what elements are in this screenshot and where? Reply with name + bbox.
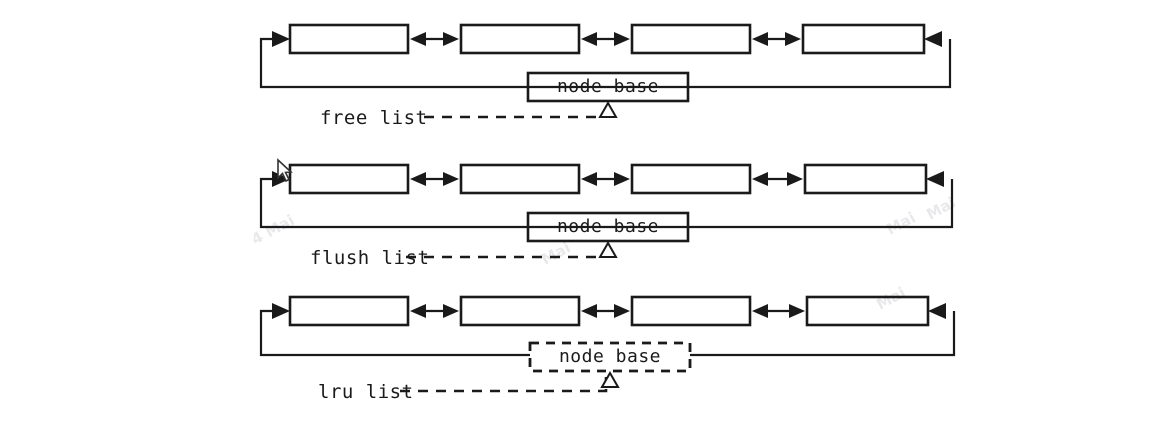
flush-list-return-arrow-icon xyxy=(926,171,944,187)
node-connector-double-arrow xyxy=(410,172,459,186)
list-label: lru list xyxy=(318,381,414,403)
list-node-box[interactable] xyxy=(801,23,926,55)
node-connector-double-arrow xyxy=(581,172,630,186)
free-list-entry-arrow-icon xyxy=(272,31,290,47)
node-base-label: node base xyxy=(557,216,659,237)
free-list-wraparound-path xyxy=(259,37,952,89)
list-node-box[interactable] xyxy=(288,163,410,195)
node-base-pointer-triangle-icon xyxy=(600,370,620,388)
row-lru-list: node base lru list xyxy=(259,295,956,403)
watermark-text: Mai xyxy=(538,238,573,268)
node-base-box[interactable] xyxy=(528,341,692,373)
list-node-box[interactable] xyxy=(630,295,752,327)
list-label: flush list xyxy=(310,247,429,269)
node-connector-double-arrow xyxy=(752,172,803,186)
watermark-group: 4 Mai Mai Mai Mai Mai xyxy=(248,193,958,313)
node-connector-double-arrow xyxy=(752,32,801,46)
list-node-box[interactable] xyxy=(630,163,752,195)
node-connector-double-arrow xyxy=(581,32,630,46)
node-base-label: node base xyxy=(559,346,661,367)
list-node-box[interactable] xyxy=(459,295,581,327)
mouse-cursor-icon xyxy=(277,158,293,183)
node-base-label: node base xyxy=(557,76,659,97)
flush-list-wraparound-path xyxy=(259,177,954,229)
list-node-box[interactable] xyxy=(805,295,930,327)
lru-list-entry-arrow-icon xyxy=(272,303,290,319)
node-connector-double-arrow xyxy=(410,32,459,46)
watermark-text: Mai xyxy=(923,193,958,223)
free-list-return-arrow-icon xyxy=(924,31,942,47)
node-connector-double-arrow xyxy=(581,304,630,318)
lru-list-leader-line xyxy=(400,377,608,393)
node-base-pointer-triangle-icon xyxy=(598,100,618,118)
list-node-box[interactable] xyxy=(630,23,752,55)
list-label: free list xyxy=(320,107,427,129)
list-node-box[interactable] xyxy=(459,23,581,55)
flush-list-entry-arrow-icon xyxy=(272,171,290,187)
watermark-text: 4 Mai xyxy=(248,211,297,248)
row-free-list: node base free list xyxy=(259,23,952,129)
node-connector-double-arrow xyxy=(752,304,805,318)
node-connector-double-arrow xyxy=(410,304,459,318)
list-node-box[interactable] xyxy=(803,163,928,195)
list-node-box[interactable] xyxy=(288,23,410,55)
row-flush-list: node base flush list xyxy=(259,163,954,269)
node-base-pointer-triangle-icon xyxy=(598,240,618,258)
list-node-box[interactable] xyxy=(459,163,581,195)
watermark-text: Mai xyxy=(873,283,908,313)
watermark-text: Mai xyxy=(883,208,918,238)
lru-list-wraparound-path xyxy=(259,309,956,357)
lru-list-return-arrow-icon xyxy=(928,303,946,319)
list-node-box[interactable] xyxy=(288,295,410,327)
